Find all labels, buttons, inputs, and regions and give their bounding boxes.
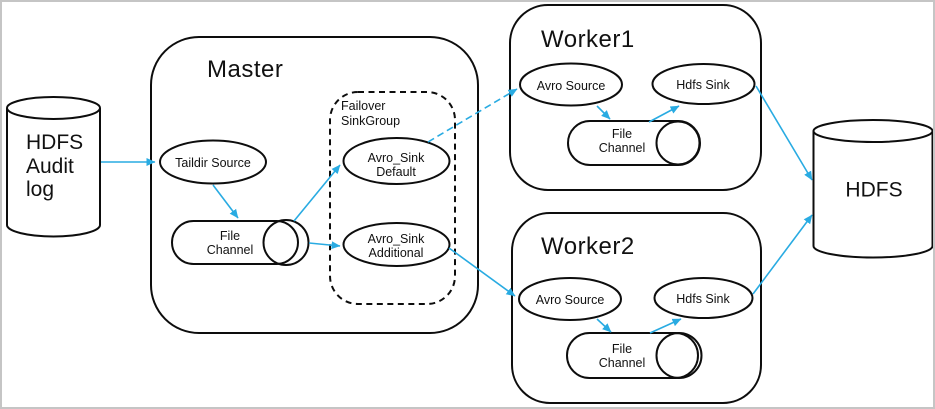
edge-worker1-sink-to-hdfs xyxy=(755,85,813,181)
worker1-hdfs-sink-label: Hdfs Sink xyxy=(676,78,730,92)
avro-sink-additional-ellipse xyxy=(342,222,451,267)
master-title: Master xyxy=(207,56,284,83)
cylinder-top xyxy=(6,96,101,120)
worker1-hdfs-sink-ellipse xyxy=(651,63,756,105)
worker2-avro-source-ellipse xyxy=(518,277,622,321)
taildir-source-label: Taildir Source xyxy=(175,156,251,170)
hdfs-cylinder xyxy=(812,119,934,259)
edge-worker1-source-to-channel xyxy=(596,105,611,120)
edge-worker2-source-to-channel xyxy=(596,318,612,333)
worker1-title: Worker1 xyxy=(541,26,635,53)
worker2-hdfs-sink-label: Hdfs Sink xyxy=(676,292,730,306)
worker1-avro-source-label: Avro Source xyxy=(536,79,606,93)
avro-sink-additional-label: Avro_Sink Additional xyxy=(367,232,425,260)
edge-sink-default-to-worker1 xyxy=(427,88,518,143)
edge-worker1-channel-to-sink xyxy=(648,105,680,123)
hdfs-audit-log-cylinder xyxy=(6,96,101,238)
worker1-avro-source-ellipse xyxy=(519,62,623,107)
worker2-avro-source-label: Avro Source xyxy=(535,293,605,307)
master-box xyxy=(150,36,479,334)
edge-filechannel-to-sink-additional xyxy=(308,241,341,250)
failover-sinkgroup-box xyxy=(329,91,456,305)
cylinder-body xyxy=(812,131,934,259)
cylinder-top xyxy=(812,119,934,143)
worker2-file-channel-stadium xyxy=(566,332,699,379)
edge-worker2-sink-to-hdfs xyxy=(752,214,813,295)
master-file-channel-stadium xyxy=(171,220,299,265)
edge-filechannel-to-sink-default xyxy=(293,164,341,222)
edge-worker2-channel-to-sink xyxy=(649,318,682,334)
avro-sink-default-ellipse xyxy=(342,137,451,185)
worker2-file-channel-circle xyxy=(655,332,703,379)
failover-sinkgroup-label: Failover SinkGroup xyxy=(341,99,401,128)
master-file-channel-label: File Channel xyxy=(206,229,254,257)
worker2-file-channel-label: File Channel xyxy=(598,342,646,370)
edge-sink-additional-to-worker2 xyxy=(448,247,516,297)
worker2-box xyxy=(511,212,762,404)
worker2-hdfs-sink-ellipse xyxy=(653,277,754,319)
hdfs-audit-log-label: HDFS Audit log xyxy=(26,131,84,201)
avro-sink-default-label: Avro_Sink Default xyxy=(367,151,425,179)
taildir-source-ellipse xyxy=(159,139,267,185)
worker1-file-channel-label: File Channel xyxy=(598,127,646,155)
cylinder-body xyxy=(6,108,101,238)
worker1-box xyxy=(509,4,762,191)
hdfs-label: HDFS xyxy=(845,178,903,202)
worker2-title: Worker2 xyxy=(541,233,635,260)
edge-taildir-to-filechannel xyxy=(212,184,239,219)
master-file-channel-circle xyxy=(262,219,310,266)
worker1-file-channel-circle xyxy=(655,120,701,166)
